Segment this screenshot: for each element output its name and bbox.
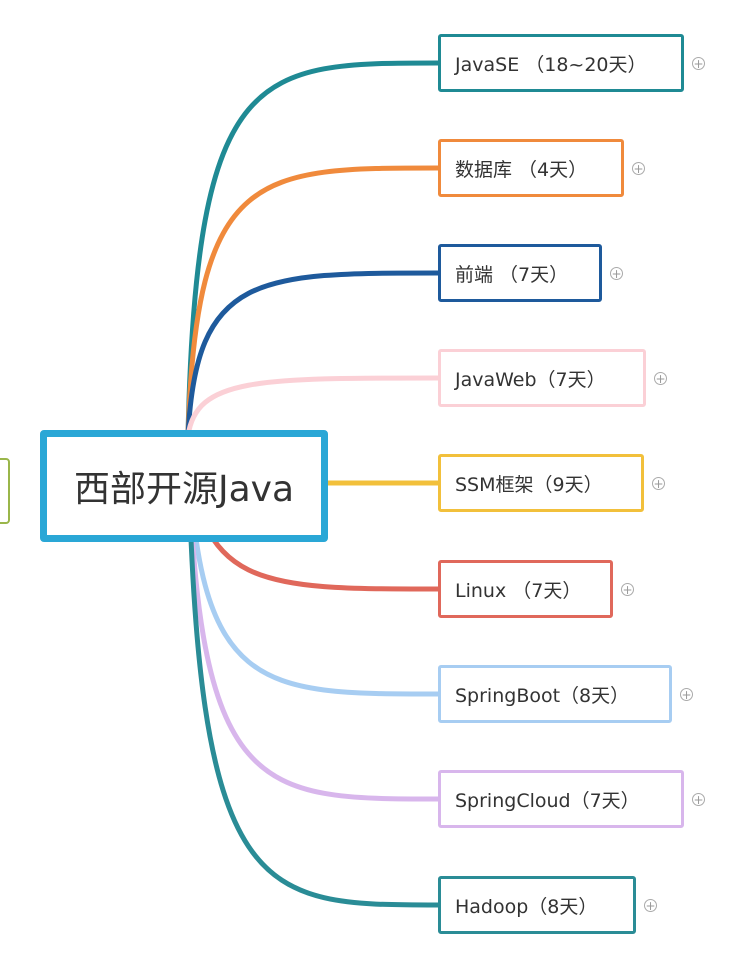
topic-label: JavaWeb（7天） xyxy=(455,368,606,391)
topic-node-hadoop[interactable]: Hadoop（8天） xyxy=(438,876,636,934)
topic-label: SpringCloud（7天） xyxy=(455,789,640,812)
connector-frontend xyxy=(185,270,441,439)
topic-node-linux[interactable]: Linux （7天） xyxy=(438,560,613,618)
topic-node-springcloud[interactable]: SpringCloud（7天） xyxy=(438,770,684,828)
expand-icon[interactable]: + xyxy=(652,476,665,491)
root-node[interactable]: 西部开源Java xyxy=(40,430,328,542)
connector-javase xyxy=(185,60,441,439)
topic-node-javase[interactable]: JavaSE （18~20天） xyxy=(438,34,684,92)
topic-label: 数据库 （4天） xyxy=(455,158,588,181)
root-label: 西部开源Java xyxy=(73,469,295,510)
expand-icon[interactable]: + xyxy=(692,56,705,71)
expand-icon[interactable]: + xyxy=(680,687,693,702)
topic-label: JavaSE （18~20天） xyxy=(455,53,647,76)
topic-label: 前端 （7天） xyxy=(455,263,569,286)
topic-node-springboot[interactable]: SpringBoot（8天） xyxy=(438,665,672,723)
expand-icon[interactable]: + xyxy=(692,792,705,807)
connector-hadoop xyxy=(185,433,441,908)
topic-node-ssm[interactable]: SSM框架（9天） xyxy=(438,454,644,512)
topic-node-javaweb[interactable]: JavaWeb（7天） xyxy=(438,349,646,407)
expand-icon[interactable]: + xyxy=(610,266,623,281)
collapsed-sibling-node[interactable] xyxy=(0,458,10,524)
topic-label: SpringBoot（8天） xyxy=(455,684,630,707)
topic-label: Hadoop（8天） xyxy=(455,895,598,918)
connector-database xyxy=(185,165,441,439)
topic-node-database[interactable]: 数据库 （4天） xyxy=(438,139,624,197)
expand-icon[interactable]: + xyxy=(654,371,667,386)
expand-icon[interactable]: + xyxy=(632,161,645,176)
topic-label: Linux （7天） xyxy=(455,579,582,602)
topic-node-frontend[interactable]: 前端 （7天） xyxy=(438,244,602,302)
connector-javaweb xyxy=(185,375,441,439)
topic-label: SSM框架（9天） xyxy=(455,473,603,496)
expand-icon[interactable]: + xyxy=(644,898,657,913)
expand-icon[interactable]: + xyxy=(621,582,634,597)
